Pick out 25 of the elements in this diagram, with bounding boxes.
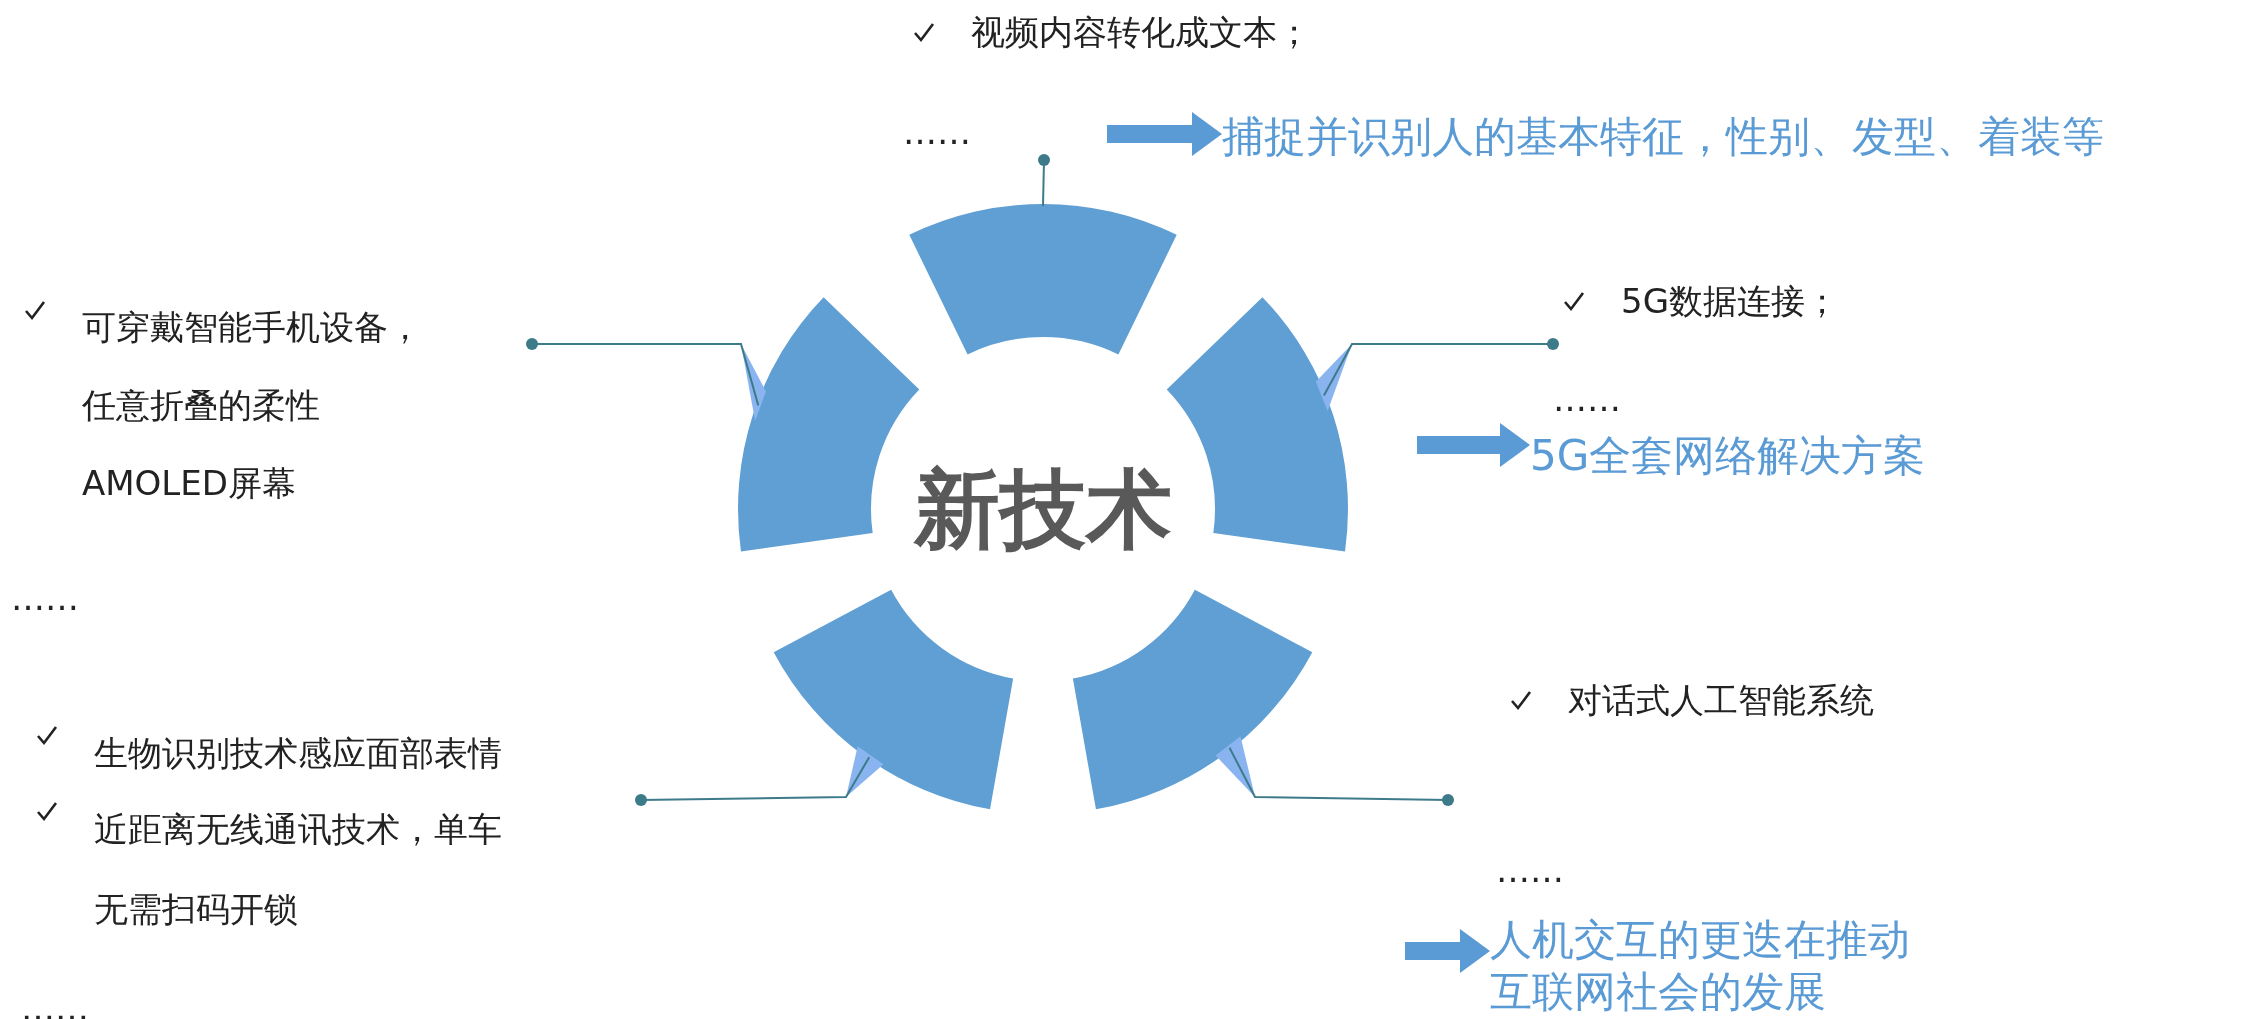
block-arrow	[1405, 929, 1490, 973]
bullet-text: 对话式人工智能系统	[1568, 679, 1875, 722]
bullet-text: ……	[1496, 849, 1565, 892]
bullet-text: 近距离无线通讯技术，单车无需扫码开锁	[94, 808, 503, 931]
block-arrow	[1107, 112, 1222, 156]
callout-line	[1038, 154, 1050, 207]
callout-line	[1215, 736, 1454, 806]
ring-segment	[909, 204, 1177, 355]
callout-line	[635, 746, 884, 806]
bullet-text: 视频内容转化成文本；	[971, 11, 1312, 54]
conclusion-text: 人机交互的更迭在推动互联网社会的发展	[1490, 914, 1930, 1018]
bullet-text: ……	[11, 577, 80, 620]
bullet-text: 5G数据连接；	[1621, 280, 1840, 323]
block-arrow	[1417, 423, 1530, 467]
bullet-text: ……	[1553, 378, 1622, 421]
bullet-text: 可穿戴智能手机设备，任意折叠的柔性AMOLED屏幕	[82, 306, 423, 505]
ring-segment	[1072, 589, 1313, 810]
ring-segment	[773, 589, 1014, 810]
callout-line	[526, 338, 766, 421]
callout-line	[1315, 338, 1559, 411]
center-title: 新技术	[914, 466, 1172, 552]
conclusion-text: 5G全套网络解决方案	[1530, 430, 2030, 482]
bullet-text: ……	[903, 111, 972, 154]
bullet-text: 生物识别技术感应面部表情	[94, 732, 503, 775]
conclusion-text: 捕捉并识别人的基本特征，性别、发型、着装等	[1222, 111, 2222, 163]
